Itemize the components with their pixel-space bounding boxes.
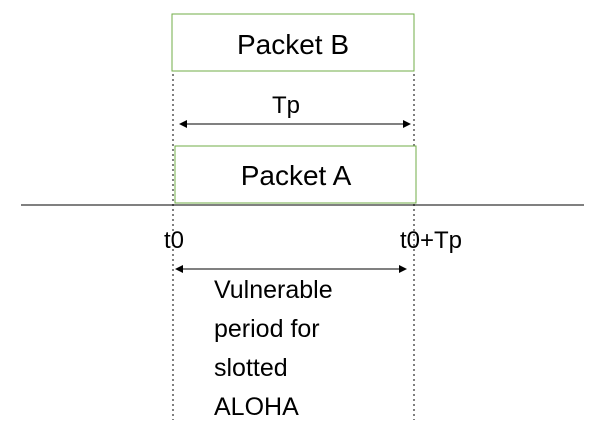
packet-b-label: Packet B bbox=[237, 29, 349, 60]
vulnerable-label-line-4: ALOHA bbox=[214, 393, 299, 421]
vulnerable-label-line-2: period for bbox=[214, 315, 320, 343]
duration-label: Tp bbox=[272, 92, 300, 119]
vulnerable-label-line-3: slotted bbox=[214, 354, 288, 382]
packet-b-box: Packet B bbox=[171, 13, 415, 72]
end-time-label: t0+Tp bbox=[400, 227, 462, 254]
packet-a-box: Packet A bbox=[174, 145, 417, 204]
vulnerable-label-line-1: Vulnerable bbox=[214, 276, 333, 304]
packet-a-rect bbox=[174, 145, 417, 204]
packet-b-rect bbox=[171, 13, 415, 72]
packet-a-label: Packet A bbox=[241, 160, 352, 191]
start-time-label: t0 bbox=[164, 227, 184, 254]
